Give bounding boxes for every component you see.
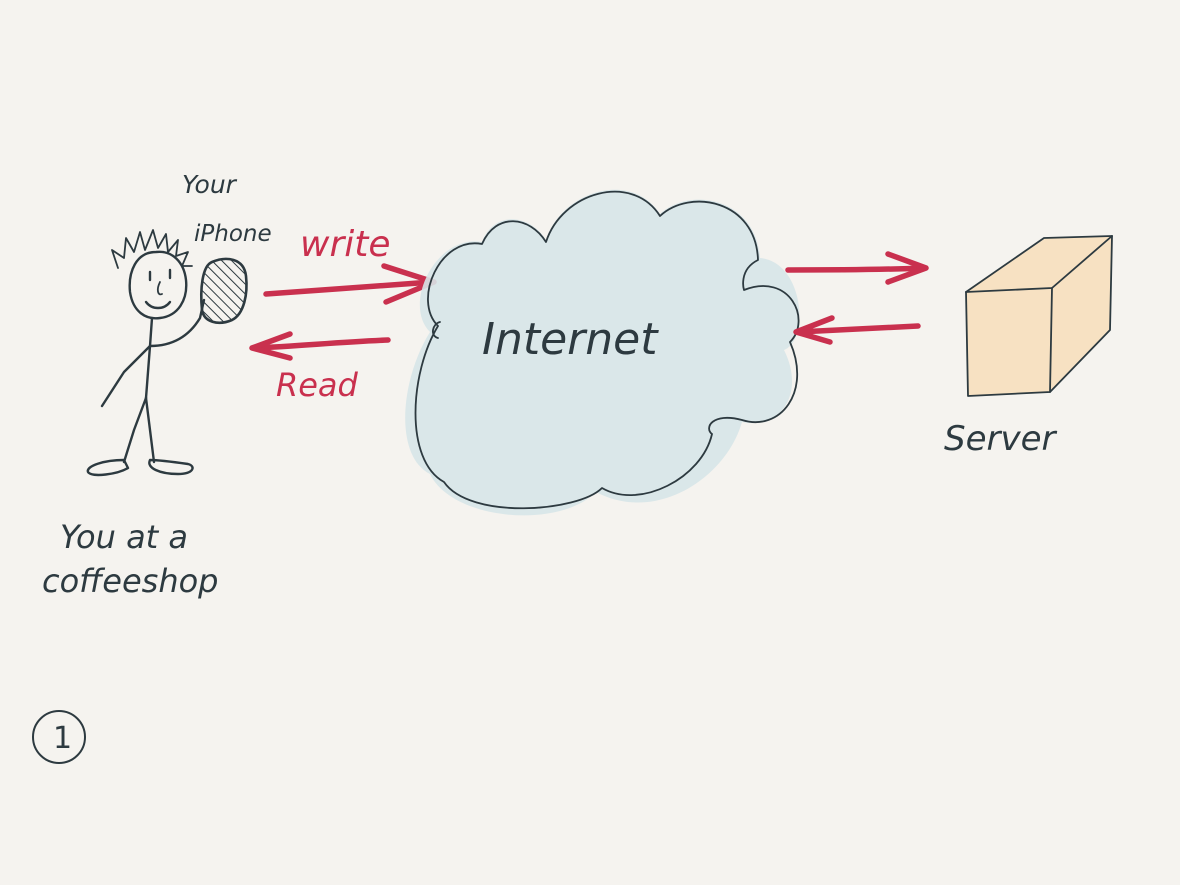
server-box-icon <box>965 235 1113 397</box>
page-number: 1 <box>53 721 72 756</box>
server-label: Server <box>944 419 1058 459</box>
to-server-arrow <box>785 251 929 285</box>
person-caption-line1: You at a <box>60 518 188 556</box>
internet-label: Internet <box>482 314 659 365</box>
cloud-icon <box>405 189 800 516</box>
read-arrow <box>249 331 391 361</box>
from-server-arrow <box>793 315 921 345</box>
iphone-label-line1: Your <box>182 170 238 199</box>
read-label: Read <box>276 366 359 404</box>
iphone-label-line2: iPhone <box>194 221 272 247</box>
write-arrow <box>263 263 437 305</box>
iphone-icon <box>200 257 248 324</box>
person-caption-line2: coffeeshop <box>42 562 218 600</box>
write-label: write <box>300 224 391 265</box>
page-number-badge: 1 <box>32 710 86 764</box>
stick-figure-icon <box>86 229 206 477</box>
